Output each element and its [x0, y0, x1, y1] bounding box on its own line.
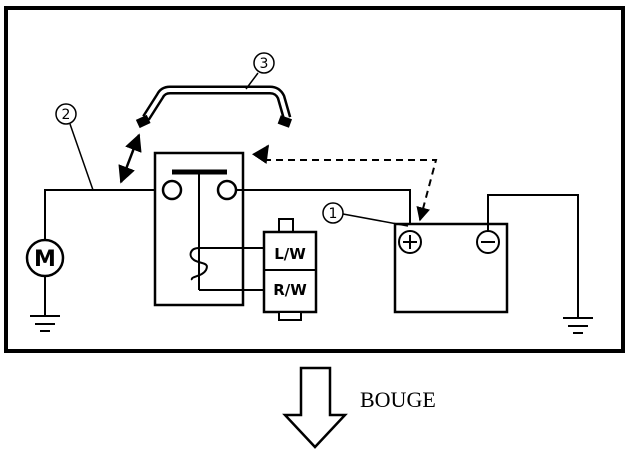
relay-connector: L/W R/W — [262, 218, 318, 321]
connector-pin-rw: R/W — [273, 281, 307, 299]
battery — [393, 222, 509, 314]
caption-text: BOUGE — [360, 387, 436, 412]
connector-pin-lw: L/W — [274, 245, 306, 263]
starter-relay — [153, 151, 245, 307]
svg-text:1: 1 — [329, 206, 338, 222]
callout-3: 3 — [245, 52, 275, 90]
motor-ground-symbol — [30, 276, 60, 332]
diagram-frame — [4, 6, 625, 353]
battery-ground-symbol — [563, 317, 593, 334]
motor: M — [25, 238, 65, 278]
dashed-battery-arrow — [264, 159, 438, 222]
down-arrow-icon — [282, 366, 348, 449]
motor-wire — [44, 189, 163, 240]
jumper-end-arrow — [251, 144, 270, 164]
connector-body — [262, 230, 318, 314]
jumper-to-wire-arrow — [118, 133, 142, 184]
battery-ground-wire — [487, 194, 579, 318]
callout-2: 2 — [55, 103, 94, 191]
motor-label: M — [34, 247, 56, 272]
relay-terminal-right — [216, 179, 238, 201]
relay-terminal-left — [161, 179, 183, 201]
relay-coil — [189, 247, 214, 281]
jumper-cable — [135, 85, 293, 129]
battery-positive-wire — [236, 189, 411, 228]
svg-text:2: 2 — [62, 107, 71, 123]
svg-text:3: 3 — [260, 56, 269, 72]
callout-1: 1 — [322, 202, 409, 227]
